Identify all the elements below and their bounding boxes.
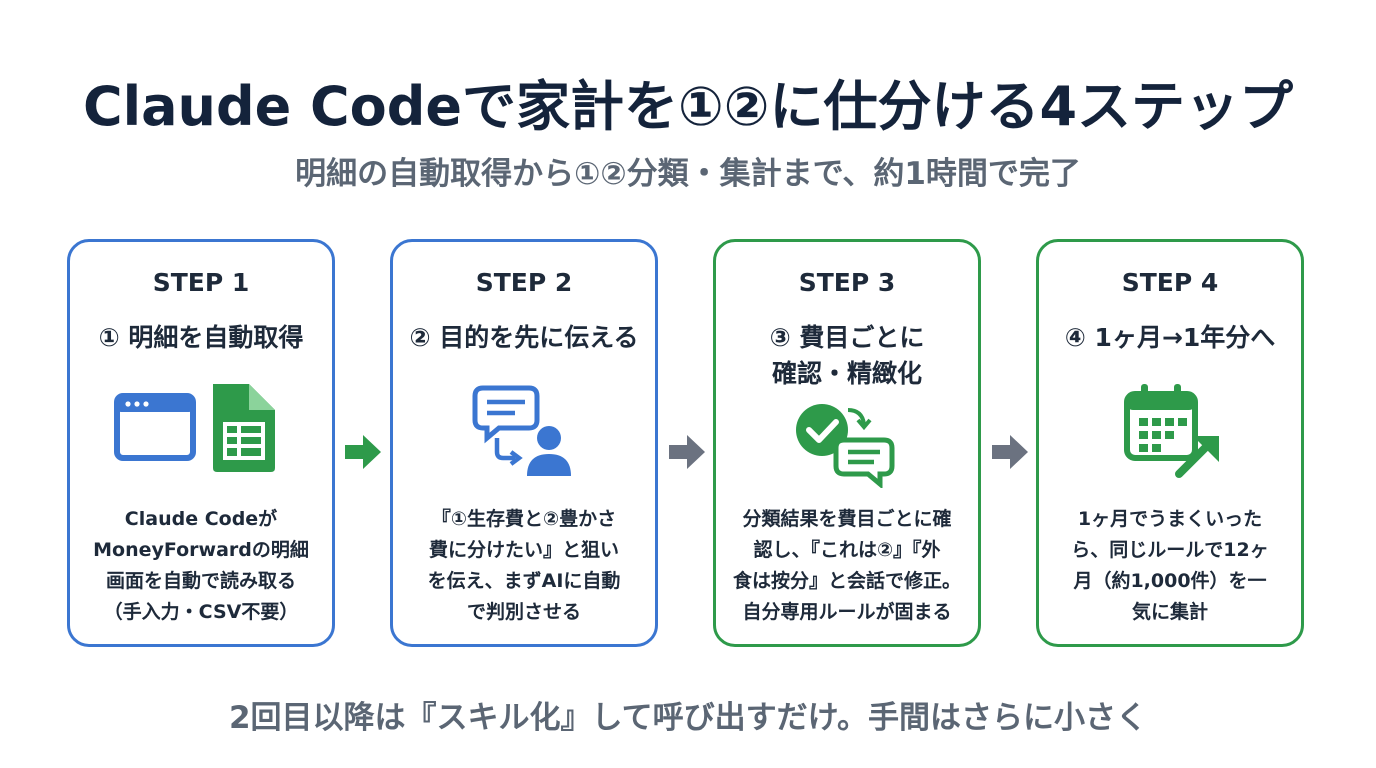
- step-card-4: STEP 4 ④ 1ヶ月→1年分へ 1ヶ月でうまくいった ら、同じルールで12ヶ…: [1036, 239, 1304, 647]
- step-label: STEP 3: [798, 268, 896, 297]
- check-chat-icon: [716, 400, 978, 488]
- step-heading: ④ 1ヶ月→1年分へ: [1064, 323, 1276, 352]
- step-description: Claude Codeが MoneyForwardの明細 画面を自動で読み取る …: [93, 508, 309, 623]
- step-card-1: STEP 1 ① 明細を自動取得 Claude Codeが MoneyForwa…: [67, 239, 335, 647]
- calendar-growth-icon: [1039, 380, 1301, 480]
- page-title: Claude Codeで家計を①②に仕分ける4ステップ: [82, 75, 1294, 138]
- arrow-right-icon: [345, 435, 381, 469]
- step-heading: ① 明細を自動取得: [98, 323, 304, 352]
- chat-user-icon: [393, 380, 655, 480]
- arrow-right-icon: [992, 435, 1028, 469]
- arrow-right-icon: [669, 435, 705, 469]
- step-description: 1ヶ月でうまくいった ら、同じルールで12ヶ 月（約1,000件）を一 気に集計: [1071, 508, 1269, 623]
- step-description: 分類結果を費目ごとに確 認し、『これは②』『外 食は按分』と会話で修正。 自分専…: [732, 508, 961, 623]
- browser-and-spreadsheet-icon: [70, 382, 332, 474]
- page-subtitle: 明細の自動取得から①②分類・集計まで、約1時間で完了: [295, 156, 1081, 192]
- step-label: STEP 1: [152, 268, 250, 297]
- step-label: STEP 2: [475, 268, 573, 297]
- step-card-3: STEP 3 ③ 費目ごとに 確認・精緻化 分類結果を費目ごとに確 認し、『これ…: [713, 239, 981, 647]
- step-heading: ③ 費目ごとに 確認・精緻化: [769, 323, 925, 388]
- step-card-2: STEP 2 ② 目的を先に伝える 『①生存費と②豊かさ 費に分けたい』と狙い …: [390, 239, 658, 647]
- step-description: 『①生存費と②豊かさ 費に分けたい』と狙い を伝え、まずAIに自動 で判別させる: [427, 508, 621, 623]
- step-heading: ② 目的を先に伝える: [409, 323, 639, 352]
- step-label: STEP 4: [1121, 268, 1219, 297]
- page-footer-note: 2回目以降は『スキル化』して呼び出すだけ。手間はさらに小さく: [228, 700, 1148, 736]
